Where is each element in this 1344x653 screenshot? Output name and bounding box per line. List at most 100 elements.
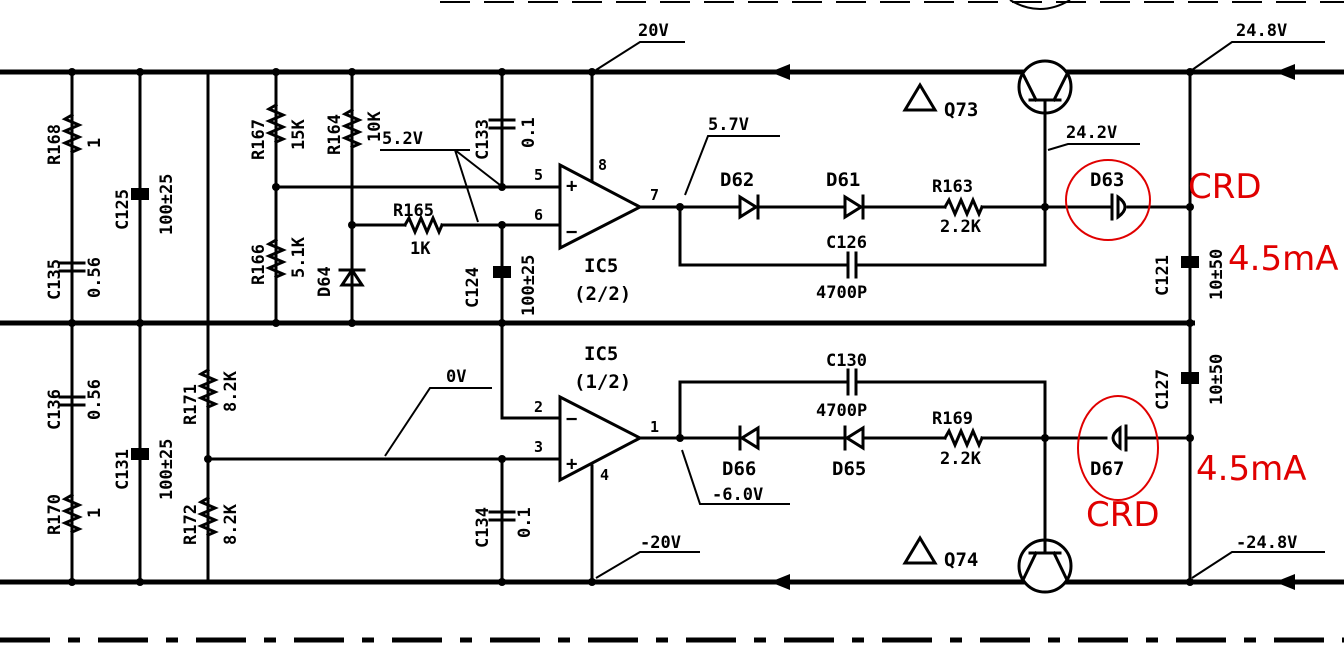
v-5v2-label: 5.2V bbox=[382, 129, 423, 149]
c134-value: 0.1 bbox=[515, 507, 535, 538]
v-24v2-label: 24.2V bbox=[1066, 123, 1117, 143]
capacitor-c124 bbox=[493, 266, 511, 278]
c135-label: C135 bbox=[45, 259, 65, 300]
c136-value: 0.56 bbox=[85, 379, 105, 420]
pin-7: 7 bbox=[650, 186, 659, 204]
capacitor-c127 bbox=[1181, 372, 1199, 384]
pin-4: 4 bbox=[600, 466, 609, 484]
diode-d65 bbox=[844, 425, 865, 451]
r171-label: R171 bbox=[181, 384, 201, 425]
pin-3: 3 bbox=[534, 438, 543, 456]
lower-output-chain: C130 4700P D66 D65 R169 2.2K D67 bbox=[676, 351, 1194, 547]
rail-label-neg24v8: -24.8V bbox=[1236, 533, 1297, 553]
resistor-r169 bbox=[942, 427, 984, 449]
transistor-q73: Q73 bbox=[902, 59, 1073, 121]
r168-value: 1 bbox=[85, 138, 105, 148]
warning-icon bbox=[902, 535, 938, 565]
d63-label: D63 bbox=[1090, 169, 1124, 191]
pin-6: 6 bbox=[534, 206, 543, 224]
capacitor-c121 bbox=[1181, 256, 1199, 268]
r171-value: 8.2K bbox=[221, 370, 241, 412]
capacitor-c125 bbox=[131, 188, 149, 200]
diode-d62 bbox=[738, 194, 759, 220]
r164-label: R164 bbox=[325, 114, 345, 155]
ic5-upper-unit: (2/2) bbox=[574, 283, 631, 305]
r172-value: 8.2K bbox=[221, 503, 241, 545]
ic5-lower-unit: (1/2) bbox=[574, 371, 631, 393]
arrow-icon bbox=[770, 64, 790, 80]
callout-leader bbox=[595, 41, 685, 71]
output-caps: C121 10±50 C127 10±50 bbox=[1153, 68, 1227, 586]
red-annotations: CRD 4.5mA 4.5mA CRD bbox=[1065, 159, 1338, 535]
arrow-icon bbox=[1275, 64, 1295, 80]
r163-value: 2.2K bbox=[940, 217, 982, 237]
q74-label: Q74 bbox=[944, 549, 978, 571]
bias-network: R167 15K R164 10K R166 5.1K D64 bbox=[249, 68, 562, 327]
left-column-1 bbox=[58, 68, 86, 586]
transistor-q74: Q74 bbox=[902, 535, 1073, 594]
resistor-r165: R165 1K bbox=[350, 201, 562, 259]
v-5v7-label: 5.7V bbox=[708, 115, 749, 135]
crd-d67 bbox=[1111, 424, 1128, 452]
r169-label: R169 bbox=[932, 409, 973, 429]
rail-arrows bbox=[770, 64, 1295, 590]
current-bottom-annotation: 4.5mA bbox=[1196, 449, 1306, 489]
resistor-r170 bbox=[61, 492, 83, 534]
pin-8: 8 bbox=[598, 156, 607, 174]
d66-label: D66 bbox=[722, 458, 756, 480]
d67-label: D67 bbox=[1090, 458, 1124, 480]
resistor-r172 bbox=[197, 495, 219, 537]
d64-label: D64 bbox=[315, 266, 335, 297]
c136-label: C136 bbox=[45, 389, 65, 430]
warning-icon bbox=[902, 82, 938, 112]
ic5-lower-label: IC5 bbox=[584, 343, 618, 365]
r165-value: 1K bbox=[410, 239, 431, 259]
r167-value: 15K bbox=[289, 119, 309, 150]
pin-1: 1 bbox=[650, 418, 659, 436]
q73-label: Q73 bbox=[944, 99, 978, 121]
resistor-r163 bbox=[942, 196, 984, 218]
left-labels: R168 1 C125 100±25 C135 0.56 C136 0.56 C… bbox=[45, 124, 177, 535]
c121-value: 10±50 bbox=[1207, 249, 1227, 300]
v-0v-label: 0V bbox=[446, 367, 466, 387]
c127-value: 10±50 bbox=[1207, 354, 1227, 405]
rail-label-pos20v: 20V bbox=[638, 21, 669, 41]
upper-output-chain: D62 D61 R163 2.2K C126 4700P D63 bbox=[676, 108, 1194, 303]
c126-value: 4700P bbox=[816, 283, 867, 303]
crd-d63 bbox=[1110, 193, 1127, 221]
left-column-2 bbox=[131, 68, 149, 586]
r170-label: R170 bbox=[45, 494, 65, 535]
arrow-icon bbox=[770, 574, 790, 590]
input-caps: C133 0.1 C124 100±25 C134 0.1 bbox=[463, 68, 562, 586]
c125-label: C125 bbox=[113, 189, 133, 230]
circle-d67-annotation bbox=[1077, 395, 1159, 501]
r167-label: R167 bbox=[249, 119, 269, 160]
current-top-annotation: 4.5mA bbox=[1228, 239, 1338, 279]
r169-value: 2.2K bbox=[940, 449, 982, 469]
voltage-callouts: 20V 24.8V 24.2V 5.2V 5.7V 0V -6.0V -20V … bbox=[380, 21, 1325, 579]
divider-r171-r172: R171 8.2K R172 8.2K bbox=[181, 70, 562, 584]
rail-label-pos24v8: 24.8V bbox=[1236, 21, 1287, 41]
svg-text:+: + bbox=[566, 175, 577, 197]
d61-label: D61 bbox=[826, 169, 860, 191]
c135-value: 0.56 bbox=[85, 257, 105, 298]
c134-label: C134 bbox=[473, 507, 493, 548]
zener-d64 bbox=[339, 267, 365, 287]
c131-value: 100±25 bbox=[157, 439, 177, 500]
crd-bottom-annotation: CRD bbox=[1086, 495, 1160, 535]
arrow-icon bbox=[1275, 574, 1295, 590]
c125-value: 100±25 bbox=[157, 174, 177, 235]
r166-value: 5.1K bbox=[289, 236, 309, 278]
rail-label-neg20v: -20V bbox=[640, 533, 681, 553]
pin-5: 5 bbox=[534, 166, 543, 184]
v-neg6v-label: -6.0V bbox=[712, 485, 763, 505]
svg-text:−: − bbox=[566, 408, 577, 430]
r170-value: 1 bbox=[85, 508, 105, 518]
c121-label: C121 bbox=[1153, 255, 1173, 296]
c131-label: C131 bbox=[113, 449, 133, 490]
capacitor-c131 bbox=[131, 448, 149, 460]
resistor-r171 bbox=[197, 367, 219, 409]
crd-top-annotation: CRD bbox=[1188, 167, 1262, 207]
r168-label: R168 bbox=[45, 124, 65, 165]
